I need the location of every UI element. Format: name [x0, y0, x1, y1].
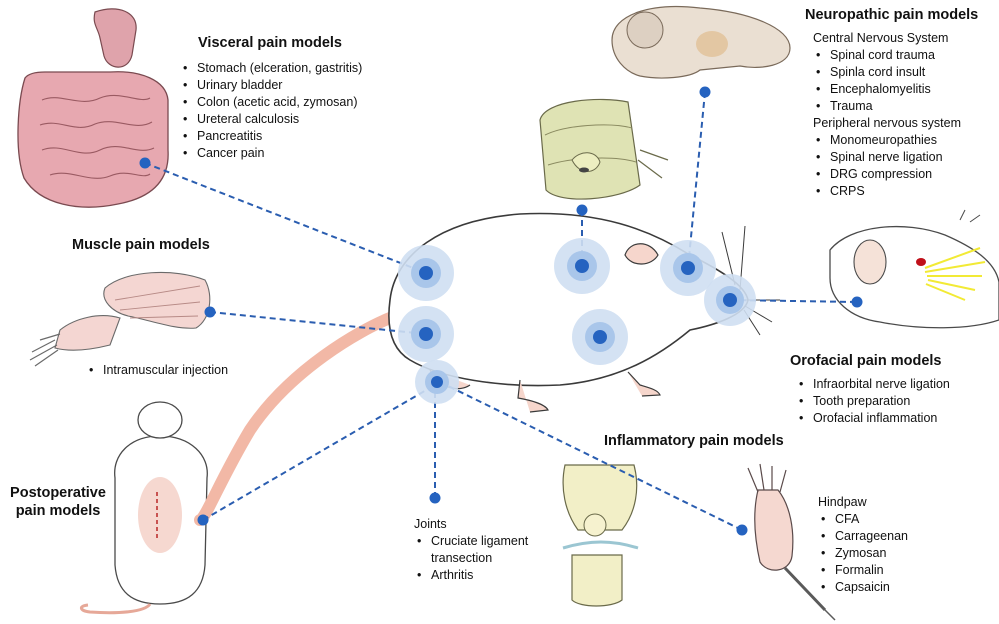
cns-list: Spinal cord trauma Spinla cord insult En…	[813, 47, 978, 115]
rat-illustration	[194, 212, 780, 526]
connector-postoperative	[202, 381, 441, 521]
muscle-list-block: Intramuscular injection	[86, 362, 228, 379]
target-sites	[398, 238, 756, 404]
neuropathic-block: Neuropathic pain models Central Nervous …	[805, 6, 978, 200]
list-item: Intramuscular injection	[86, 362, 228, 379]
list-item: CRPS	[813, 183, 978, 200]
neuropathic-title: Neuropathic pain models	[805, 7, 979, 23]
target-site-paw	[415, 360, 459, 404]
target-site-visceral	[398, 245, 454, 301]
endpoint-joints	[429, 492, 441, 504]
list-item: Tooth preparation	[796, 393, 950, 410]
brain-illustration	[611, 5, 791, 79]
visceral-block: Visceral pain models Stomach (elceration…	[180, 34, 362, 162]
orofacial-list: Infraorbital nerve ligation Tooth prepar…	[796, 376, 950, 427]
list-item: Ureteral calculosis	[180, 111, 362, 128]
cns-heading: Central Nervous System	[813, 31, 949, 45]
target-site-muscle	[398, 306, 454, 362]
list-item: Spinla cord insult	[813, 64, 978, 81]
endpoint-neuropathic	[699, 86, 711, 98]
target-site-orofacial	[704, 274, 756, 326]
postoperative-rat-illustration	[80, 401, 208, 615]
joints-block: Joints Cruciate ligament transection Art…	[414, 516, 561, 584]
orofacial-head-illustration	[829, 209, 999, 329]
joints-heading: Joints	[414, 517, 447, 531]
postoperative-title-line2: pain models	[15, 503, 101, 519]
list-item: Cancer pain	[180, 145, 362, 162]
list-item: Stomach (elceration, gastritis)	[180, 60, 362, 77]
joints-list: Cruciate ligament transection Arthritis	[414, 533, 561, 584]
knee-joint-illustration	[562, 464, 639, 607]
list-item: Monomeuropathies	[813, 132, 978, 149]
pns-list: Monomeuropathies Spinal nerve ligation D…	[813, 132, 978, 200]
muscle-title-block: Muscle pain models	[72, 236, 210, 254]
endpoint-visceral	[139, 157, 151, 169]
endpoint-dots	[139, 86, 863, 536]
endpoint-hindpaw	[736, 524, 748, 536]
inflammatory-title-block: Inflammatory pain models	[604, 432, 784, 450]
postoperative-title-line1: Postoperative	[10, 485, 106, 501]
muscle-arm-illustration	[29, 271, 211, 367]
list-item: Capsaicin	[818, 579, 908, 596]
target-site-head	[660, 240, 716, 296]
list-item: Arthritis	[414, 567, 561, 584]
list-item: Colon (acetic acid, zymosan)	[180, 94, 362, 111]
visceral-title: Visceral pain models	[198, 35, 342, 51]
endpoint-orofacial	[851, 296, 863, 308]
hindpaw-illustration	[747, 463, 836, 621]
list-item: Pancreatitis	[180, 128, 362, 145]
list-item: Encephalomyelitis	[813, 81, 978, 98]
connector-muscle	[209, 311, 427, 335]
endpoint-spinal	[576, 204, 588, 216]
muscle-title: Muscle pain models	[72, 237, 210, 253]
list-item: Spinal cord trauma	[813, 47, 978, 64]
inflammatory-title: Inflammatory pain models	[604, 433, 784, 449]
orofacial-title: Orofacial pain models	[790, 353, 942, 369]
list-item: Orofacial inflammation	[796, 410, 950, 427]
hindpaw-block: Hindpaw CFA Carrageenan Zymosan Formalin…	[818, 494, 908, 596]
orofacial-block: Orofacial pain models Infraorbital nerve…	[790, 352, 950, 427]
hindpaw-list: CFA Carrageenan Zymosan Formalin Capsaic…	[818, 511, 908, 596]
list-item: DRG compression	[813, 166, 978, 183]
target-site-spinal	[554, 238, 610, 294]
list-item: Spinal nerve ligation	[813, 149, 978, 166]
list-item: Infraorbital nerve ligation	[796, 376, 950, 393]
connector-visceral	[144, 162, 427, 274]
connector-hindpaw	[439, 381, 743, 531]
hindpaw-heading: Hindpaw	[818, 495, 867, 509]
list-item: Urinary bladder	[180, 77, 362, 94]
spinal-cord-illustration	[539, 98, 669, 200]
list-item: Zymosan	[818, 545, 908, 562]
list-item: Formalin	[818, 562, 908, 579]
list-item: CFA	[818, 511, 908, 528]
visceral-list: Stomach (elceration, gastritis) Urinary …	[180, 60, 362, 162]
endpoint-postoperative	[197, 514, 209, 526]
list-item: Cruciate ligament transection	[414, 533, 561, 567]
intestine-illustration	[17, 8, 169, 208]
list-item: Carrageenan	[818, 528, 908, 545]
pns-heading: Peripheral nervous system	[813, 116, 961, 130]
muscle-list: Intramuscular injection	[86, 362, 228, 379]
target-site-abdomen	[572, 309, 628, 365]
endpoint-muscle	[204, 306, 216, 318]
postoperative-block: Postoperative pain models	[2, 484, 114, 520]
list-item: Trauma	[813, 98, 978, 115]
